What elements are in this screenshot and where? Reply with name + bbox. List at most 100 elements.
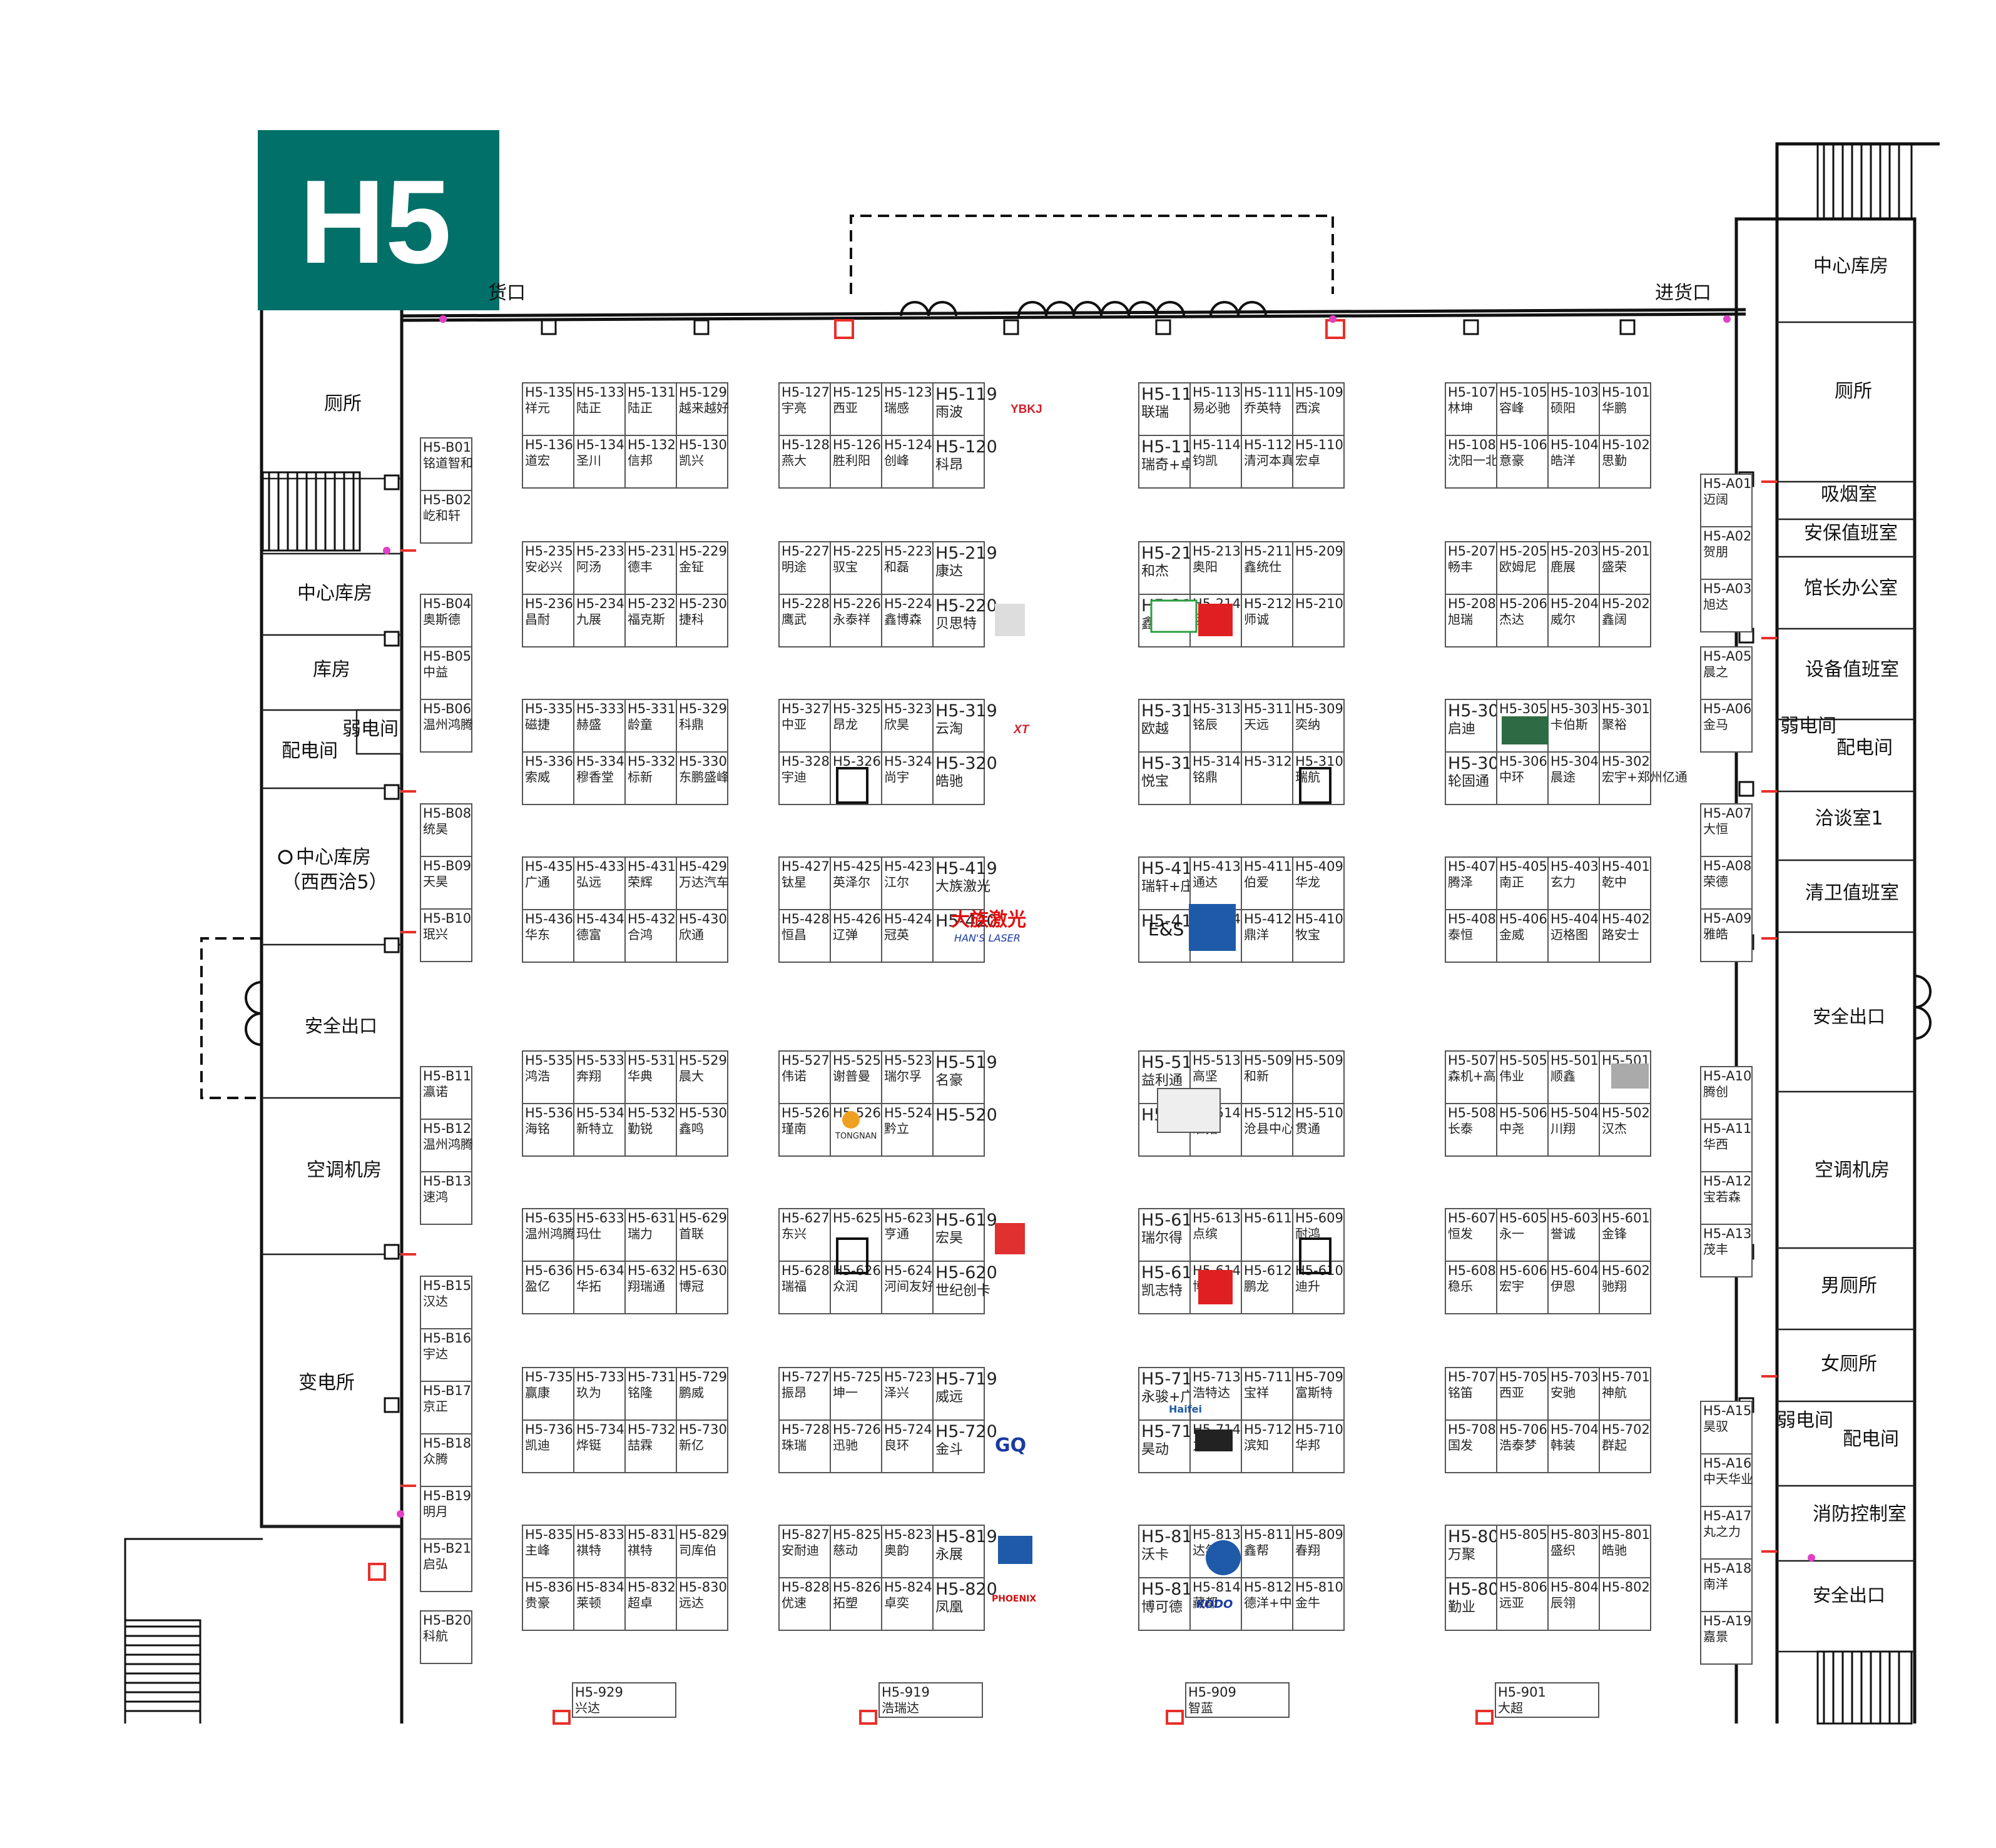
booth[interactable]: H5-520 — [932, 1103, 997, 1157]
booth[interactable]: H5-416 — [1138, 909, 1203, 963]
booth[interactable]: H5-805 — [1496, 1525, 1549, 1578]
